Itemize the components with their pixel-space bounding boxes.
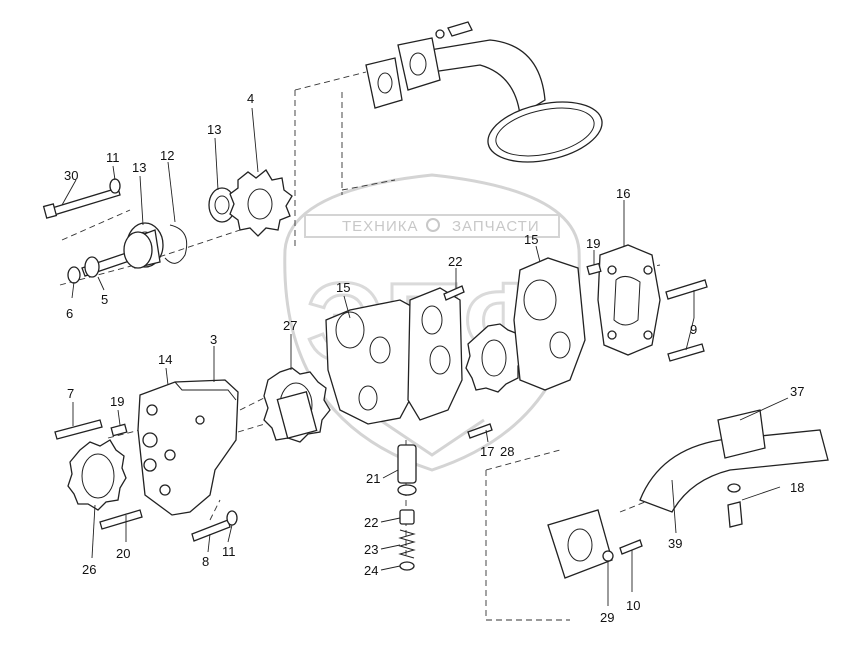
relief-valve-assembly — [397, 444, 417, 571]
callout-13: 13 — [132, 160, 146, 175]
leader-lines — [61, 107, 789, 606]
callout-10: 10 — [626, 598, 640, 613]
callout-20: 20 — [116, 546, 130, 561]
callout-30: 30 — [64, 168, 78, 183]
oil-outlet-pipe — [547, 409, 829, 579]
callout-24: 24 — [364, 563, 378, 578]
callout-7: 7 — [67, 386, 74, 401]
callout-13-right: 13 — [207, 122, 221, 137]
gear-icon — [426, 218, 440, 232]
callout-5: 5 — [101, 292, 108, 307]
callout-28: 28 — [500, 444, 514, 459]
callout-37: 37 — [790, 384, 804, 399]
callout-12: 12 — [160, 148, 174, 163]
callout-21: 21 — [366, 471, 380, 486]
callout-3: 3 — [210, 332, 217, 347]
callout-29: 29 — [600, 610, 614, 625]
callout-4: 4 — [247, 91, 254, 106]
callout-18: 18 — [790, 480, 804, 495]
callout-23: 23 — [364, 542, 378, 557]
callout-9: 9 — [690, 322, 697, 337]
callout-19-right: 19 — [586, 236, 600, 251]
callout-8: 8 — [202, 554, 209, 569]
callout-39: 39 — [668, 536, 682, 551]
callout-22: 22 — [448, 254, 462, 269]
watermark-right-text: ЗАПЧАСТИ — [452, 218, 540, 235]
oil-pickup-pipe — [365, 21, 603, 163]
watermark-left-text: ТЕХНИКА — [342, 218, 419, 235]
oil-pump-body — [263, 257, 586, 443]
callout-26: 26 — [82, 562, 96, 577]
callout-11-lower: 11 — [222, 544, 236, 559]
callout-labels: 30 11 13 12 13 4 6 5 14 3 7 19 26 20 8 1… — [64, 91, 804, 625]
idler-shaft-assembly — [42, 169, 293, 284]
front-cover-housing — [54, 379, 239, 542]
callout-19: 19 — [110, 394, 124, 409]
callout-27: 27 — [283, 318, 297, 333]
callout-15: 15 — [336, 280, 350, 295]
callout-6: 6 — [66, 306, 73, 321]
callout-15-right: 15 — [524, 232, 538, 247]
callout-11: 11 — [106, 150, 120, 165]
pump-cover — [586, 244, 708, 362]
callout-14: 14 — [158, 352, 172, 367]
callout-17: 17 — [480, 444, 494, 459]
callout-16: 16 — [616, 186, 630, 201]
callout-22-lower: 22 — [364, 515, 378, 530]
